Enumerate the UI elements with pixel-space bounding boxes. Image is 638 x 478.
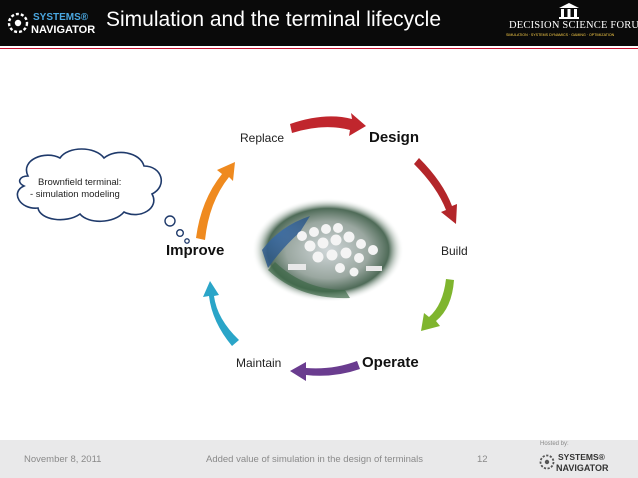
label-design: Design	[369, 129, 420, 146]
columns-icon	[559, 3, 579, 19]
arrow-replace-design	[290, 113, 366, 136]
logo-bottom-text: NAVIGATOR	[31, 24, 95, 36]
footer-logo-bottom: NAVIGATOR	[556, 463, 609, 473]
header-divider	[0, 48, 638, 49]
footer-logo-top: SYSTEMS®	[558, 452, 606, 462]
footer-title: Added value of simulation in the design …	[206, 454, 424, 465]
systems-navigator-logo: SYSTEMS® NAVIGATOR	[7, 12, 95, 36]
page-title: Simulation and the terminal lifecycle	[106, 8, 441, 31]
arrow-maintain-improve	[203, 281, 239, 346]
label-build: Build	[441, 244, 468, 258]
label-maintain: Maintain	[236, 356, 282, 370]
cloud-text: Brownfield terminal: - simulation modeli…	[18, 177, 146, 201]
arrow-operate-maintain	[290, 361, 360, 381]
forum-subtitle: SIMULATION · SYSTEMS DYNAMICS · GAMING ·…	[506, 33, 615, 37]
arrow-improve-replace	[196, 162, 235, 240]
label-replace: Replace	[240, 131, 285, 145]
thought-cloud	[16, 148, 190, 244]
footer-date: November 8, 2011	[24, 454, 102, 465]
lifecycle-diagram	[16, 113, 457, 381]
label-improve: Improve	[166, 242, 225, 259]
arrow-design-build	[414, 158, 457, 224]
forum-name: DECISION SCIENCE FORUM	[509, 20, 638, 31]
cloud-line-2: - simulation modeling	[30, 189, 120, 200]
page-number: 12	[477, 454, 488, 465]
terminal-photo	[252, 198, 404, 302]
logo-top-text: SYSTEMS®	[33, 12, 89, 23]
arrow-build-operate	[421, 279, 454, 331]
cloud-line-1: Brownfield terminal:	[38, 177, 122, 188]
label-operate: Operate	[362, 354, 419, 371]
footer-logo: SYSTEMS® NAVIGATOR	[539, 452, 609, 473]
hosted-by-label: Hosted by:	[540, 441, 569, 447]
footer-bar	[0, 440, 638, 478]
